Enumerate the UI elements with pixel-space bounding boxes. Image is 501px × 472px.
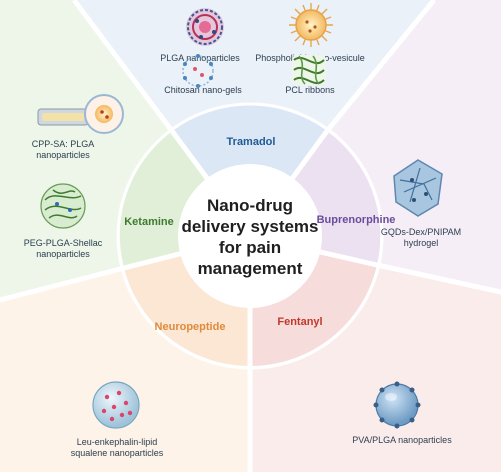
- np-label-gqds: GQDs-Dex/PNIPAM: [381, 227, 461, 237]
- drug-label-fentanyl: Fentanyl: [277, 316, 322, 328]
- center-hub: Nano-drug delivery systems for pain mana…: [178, 164, 322, 308]
- plga-nanoparticle-icon: [186, 8, 224, 46]
- drug-label-tramadol: Tramadol: [227, 136, 276, 148]
- drug-label-ketamine: Ketamine: [124, 216, 174, 228]
- inner-ring: [116, 102, 384, 370]
- drug-label-buprenorphine: Buprenorphine: [317, 214, 396, 226]
- center-title-line-2: delivery systems: [181, 217, 318, 236]
- np-label-chitosan: Chitosan nano-gels: [164, 85, 242, 95]
- np-label-cpp-sa: CPP-SA: PLGA: [32, 139, 95, 149]
- np-label-peg-np: nanoparticles: [36, 249, 90, 259]
- phospholipid-vesicle-icon: [289, 3, 333, 47]
- hydrogel-icon: [393, 159, 443, 217]
- drug-label-neuropeptide: Neuropeptide: [155, 321, 226, 333]
- np-label-squalene: squalene nanoparticles: [71, 448, 164, 458]
- np-label-pva-plga: PVA/PLGA nanoparticles: [352, 435, 452, 445]
- np-label-leu-enkephalin: Leu-enkephalin-lipid: [77, 437, 158, 447]
- center-title-line-4: management: [198, 259, 303, 278]
- np-label-peg-plga-shellac: PEG-PLGA-Shellac: [24, 238, 103, 248]
- center-title-line-3: for pain: [219, 238, 281, 257]
- pva-plga-nanoparticle-icon: [373, 381, 421, 429]
- lipid-squalene-nanoparticle-icon: [92, 381, 140, 429]
- pcl-ribbon-icon: [292, 55, 326, 85]
- np-label-plga: PLGA nanoparticles: [160, 53, 240, 63]
- np-label-pcl: PCL ribbons: [285, 85, 335, 95]
- cpp-sa-plga-nanoparticle-icon: [37, 94, 124, 134]
- peg-plga-shellac-nanoparticle-icon: [40, 183, 86, 229]
- np-label-cpp-sa-np: nanoparticles: [36, 150, 90, 160]
- np-label-hydrogel: hydrogel: [404, 238, 439, 248]
- center-title-line-1: Nano-drug: [207, 196, 293, 215]
- chitosan-nanogel-icon: [182, 54, 214, 88]
